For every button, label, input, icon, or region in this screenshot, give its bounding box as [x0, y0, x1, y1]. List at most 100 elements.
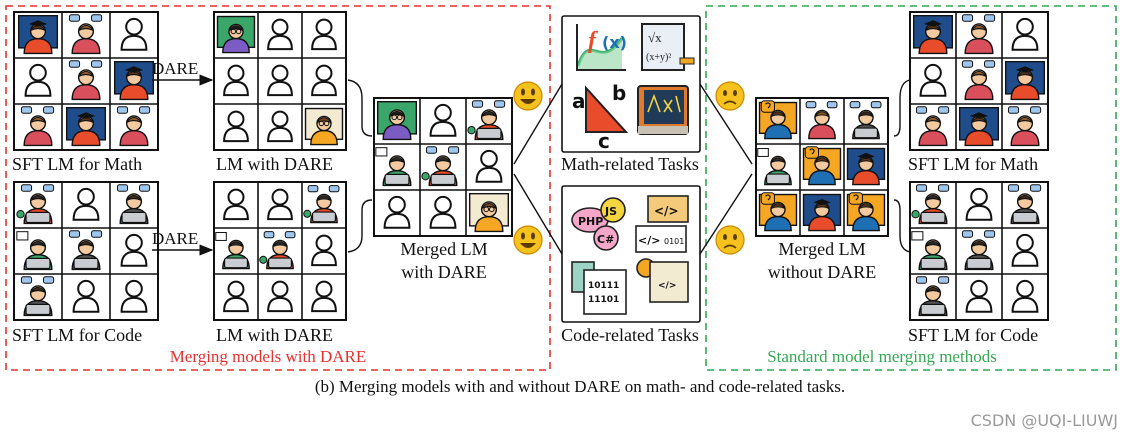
- dare-label-top: DARE: [152, 59, 198, 78]
- empty-person-icon: [120, 233, 148, 267]
- teach-icon: [915, 106, 950, 147]
- code-tasks-panel: PHP JS C# </> </> 0101 10111 11101 </>: [561, 185, 701, 323]
- empty-person-icon: [24, 63, 52, 97]
- standard-group-box: [705, 5, 1117, 371]
- teach-icon: [805, 101, 838, 140]
- hacker-icon: [215, 232, 250, 270]
- coder-icon: [16, 184, 55, 225]
- empty-person-icon: [1011, 17, 1039, 51]
- empty-person-icon: [383, 195, 411, 229]
- line-merged-to-code: [513, 173, 563, 255]
- sft-code-right-label: SFT LM for Code: [908, 325, 1038, 345]
- empty-person-icon: [72, 279, 100, 313]
- empty-person-icon: [429, 103, 457, 137]
- empty-person-icon: [1011, 279, 1039, 313]
- empty-person-icon: [429, 195, 457, 229]
- sft-code-grid-left: [13, 181, 159, 321]
- svg-text:a: a: [572, 89, 586, 113]
- lm-dare-bottom-label: LM with DARE: [216, 325, 333, 345]
- coder-icon: [303, 185, 340, 224]
- dare-label-bottom: DARE: [152, 229, 198, 248]
- coder-icon: [421, 146, 460, 187]
- line-merged-to-math: [513, 83, 563, 165]
- standard-group-caption: Standard model merging methods: [767, 347, 997, 366]
- coder-icon: [911, 184, 950, 225]
- dare-group-box: [5, 5, 551, 371]
- sft-math-left-label: SFT LM for Math: [12, 154, 142, 174]
- grad-icon: [17, 14, 59, 55]
- merged-without-label-2: without DARE: [768, 262, 877, 282]
- empty-person-icon: [311, 234, 337, 267]
- empty-person-icon: [965, 187, 993, 221]
- svg-text:f: f: [588, 28, 598, 54]
- teach-icon: [20, 106, 55, 147]
- empty-person-icon: [223, 110, 249, 143]
- coder-icon: [259, 231, 296, 270]
- svg-text:(x+y)²: (x+y)²: [646, 52, 671, 63]
- math-tasks-panel: f (x) √x (x+y)² a b c: [561, 15, 701, 153]
- svg-text:</>: </>: [654, 204, 679, 218]
- bracket-top-left: [347, 79, 373, 137]
- teach-icon: [68, 60, 103, 101]
- empty-person-icon: [919, 63, 947, 97]
- code-tasks-label: Code-related Tasks: [561, 325, 699, 345]
- sft-math-right-label: SFT LM for Math: [908, 154, 1038, 174]
- svg-text:JS: JS: [604, 205, 617, 218]
- sft-math-grid-left: [13, 11, 159, 151]
- svg-text:</>: </>: [638, 234, 660, 247]
- empty-person-icon: [1011, 233, 1039, 267]
- apple-icon: [961, 230, 996, 271]
- code-window-icon: </> </> 0101: [635, 195, 689, 253]
- empty-person-icon: [311, 64, 337, 97]
- math-book-icon: [637, 85, 689, 135]
- svg-text:√x: √x: [648, 30, 662, 45]
- board-icon: [216, 15, 256, 54]
- empty-person-icon: [223, 280, 249, 313]
- figure-caption: (b) Merging models with and without DARE…: [315, 377, 845, 396]
- grad-icon: [846, 147, 886, 186]
- sad-face-icon: [715, 225, 745, 255]
- sft-code-grid-right: [909, 181, 1049, 321]
- script-scroll-icon: </>: [636, 258, 689, 303]
- lm-dare-top-label: LM with DARE: [216, 154, 333, 174]
- apple-icon: [68, 230, 103, 271]
- svg-text:</>: </>: [658, 281, 676, 291]
- hacker-icon: [16, 231, 53, 271]
- empty-person-icon: [965, 279, 993, 313]
- bracket-top-right: [893, 79, 911, 137]
- dare-group-caption: Merging models with DARE: [170, 347, 367, 366]
- svg-text:PHP: PHP: [578, 215, 603, 228]
- svg-text:C#: C#: [597, 233, 614, 246]
- line-without-to-math: [699, 83, 753, 165]
- glasses-icon: [468, 192, 510, 233]
- merged-with-label-1: Merged LM: [400, 239, 487, 259]
- bracket-bottom-right: [893, 199, 911, 253]
- triangle-icon: a b c: [572, 81, 629, 153]
- empty-person-icon: [223, 188, 249, 221]
- svg-text:0101: 0101: [664, 237, 684, 246]
- merged-with-label-2: with DARE: [401, 262, 487, 282]
- empty-person-icon: [120, 279, 148, 313]
- line-without-to-code: [699, 173, 753, 255]
- formula-sheet-icon: √x (x+y)²: [641, 23, 695, 71]
- teach-icon: [961, 60, 996, 101]
- grad-icon: [65, 106, 107, 147]
- teach-icon: [961, 14, 996, 55]
- hacker-icon: [375, 147, 412, 187]
- watermark: CSDN @UQI-LIUWJ: [971, 411, 1118, 430]
- grad-icon: [113, 60, 155, 101]
- glasses-icon: [304, 107, 344, 146]
- hacker-icon: [911, 231, 948, 271]
- teach-icon: [68, 14, 103, 55]
- grad-icon: [912, 14, 954, 55]
- lm-dare-grid-bottom: [213, 181, 347, 321]
- svg-text:11101: 11101: [588, 295, 619, 305]
- empty-person-icon: [223, 64, 249, 97]
- lm-dare-grid-top: [213, 11, 347, 151]
- svg-text:(x): (x): [602, 33, 627, 52]
- merged-with-dare-grid: [373, 97, 513, 237]
- apple-icon: [849, 101, 882, 140]
- empty-person-icon: [267, 18, 293, 51]
- empty-person-icon: [72, 187, 100, 221]
